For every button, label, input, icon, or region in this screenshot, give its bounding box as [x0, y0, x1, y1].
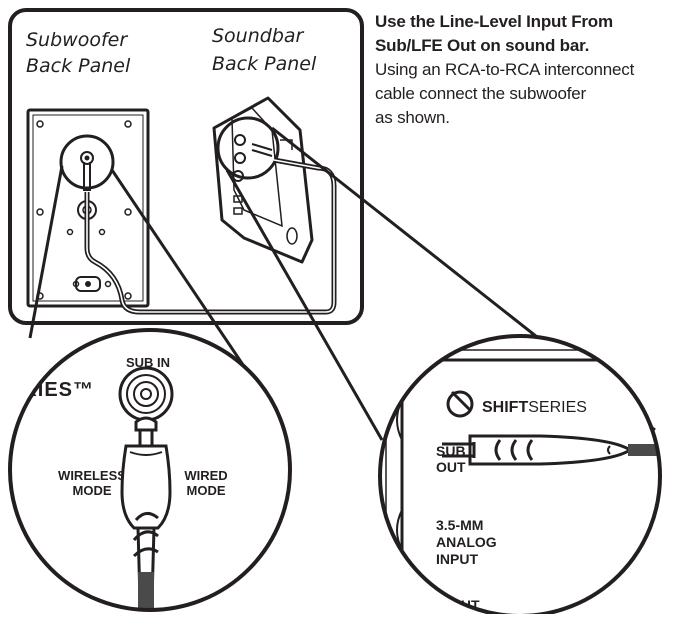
- instructions-block: Use the Line-Level Input From Sub/LFE Ou…: [375, 10, 680, 130]
- wired-mode-line2: MODE: [187, 483, 226, 498]
- instructions-body-line3: as shown.: [375, 106, 680, 130]
- wired-mode-line1: WIRED: [184, 468, 227, 483]
- instructions-heading-line2: Sub/LFE Out on sound bar.: [375, 34, 680, 58]
- instructions-body-line2: cable connect the subwoofer: [375, 82, 680, 106]
- instructions-heading-line1: Use the Line-Level Input From: [375, 10, 680, 34]
- subwoofer-label-line1: Subwoofer: [26, 29, 128, 51]
- soundbar-label-line2: Back Panel: [212, 53, 317, 75]
- subwoofer-label-line2: Back Panel: [26, 55, 131, 77]
- soundbar-detail-callout: SHIFTSERIES SUB OUT 3.5-MM ANALOG INPUT …: [378, 330, 670, 614]
- brand-label: SHIFTSERIES: [482, 399, 587, 416]
- analog-input-line3: INPUT: [436, 551, 478, 567]
- sub-out-line2: OUT: [436, 459, 466, 475]
- series-text: ERIES™: [8, 379, 94, 401]
- instructions-body-line1: Using an RCA-to-RCA interconnect: [375, 58, 680, 82]
- soundbar-back-panel: [214, 98, 312, 262]
- wireless-mode-line1: WIRELESS: [58, 468, 126, 483]
- analog-input-line2: ANALOG: [436, 534, 497, 550]
- analog-input-line1: 3.5-MM: [436, 517, 483, 533]
- wireless-mode-line2: MODE: [73, 483, 112, 498]
- subwoofer-detail-callout: SUB IN ERIES™ WIRELESS MODE WIRED MODE: [8, 330, 290, 614]
- soundbar-label-line1: Soundbar: [212, 25, 305, 47]
